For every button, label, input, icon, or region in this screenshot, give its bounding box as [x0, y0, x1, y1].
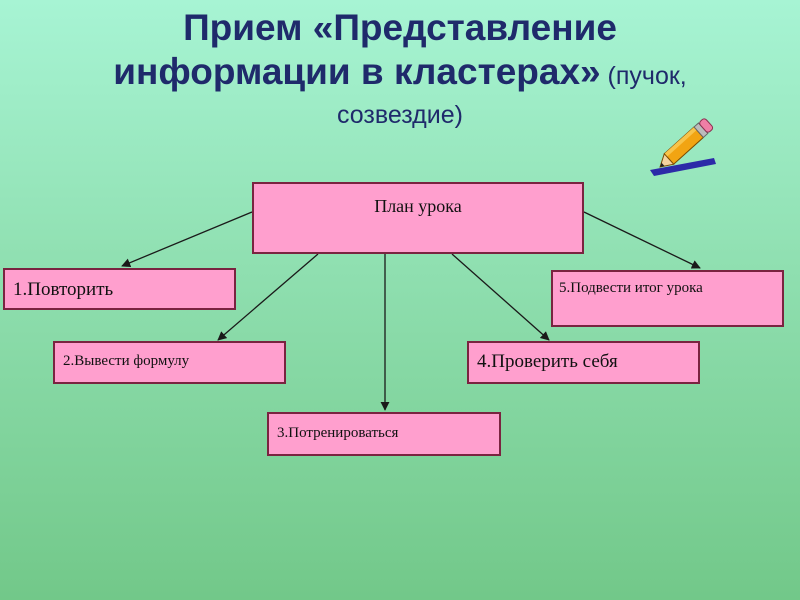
- node-4: 4.Проверить себя: [467, 341, 700, 384]
- root-node: План урока: [252, 182, 584, 254]
- arrow-to-node-4: [451, 253, 550, 341]
- arrow-to-node-2: [217, 253, 319, 341]
- node-3-label: 3.Потренироваться: [277, 425, 399, 441]
- arrow-to-node-5: [583, 211, 701, 269]
- pencil-icon: [650, 118, 716, 176]
- root-node-label: План урока: [374, 196, 462, 216]
- node-2-label: 2.Вывести формулу: [63, 353, 190, 369]
- node-4-label: 4.Проверить себя: [477, 351, 618, 372]
- title-line-1: Прием «Представление: [183, 7, 617, 48]
- node-3: 3.Потренироваться: [267, 412, 501, 456]
- node-5: 5.Подвести итог урока: [551, 270, 784, 327]
- node-5-label: 5.Подвести итог урока: [559, 280, 703, 296]
- title-line-2: информации в кластерах»: [113, 51, 601, 92]
- title-line-3: созвездие): [337, 101, 463, 129]
- slide-title: Прием «Представление информации в класте…: [0, 6, 800, 132]
- title-line-2-suffix: (пучок,: [600, 62, 687, 90]
- node-2: 2.Вывести формулу: [53, 341, 286, 384]
- arrow-to-node-1: [121, 211, 253, 268]
- node-1: 1.Повторить: [3, 268, 236, 310]
- node-1-label: 1.Повторить: [13, 279, 114, 300]
